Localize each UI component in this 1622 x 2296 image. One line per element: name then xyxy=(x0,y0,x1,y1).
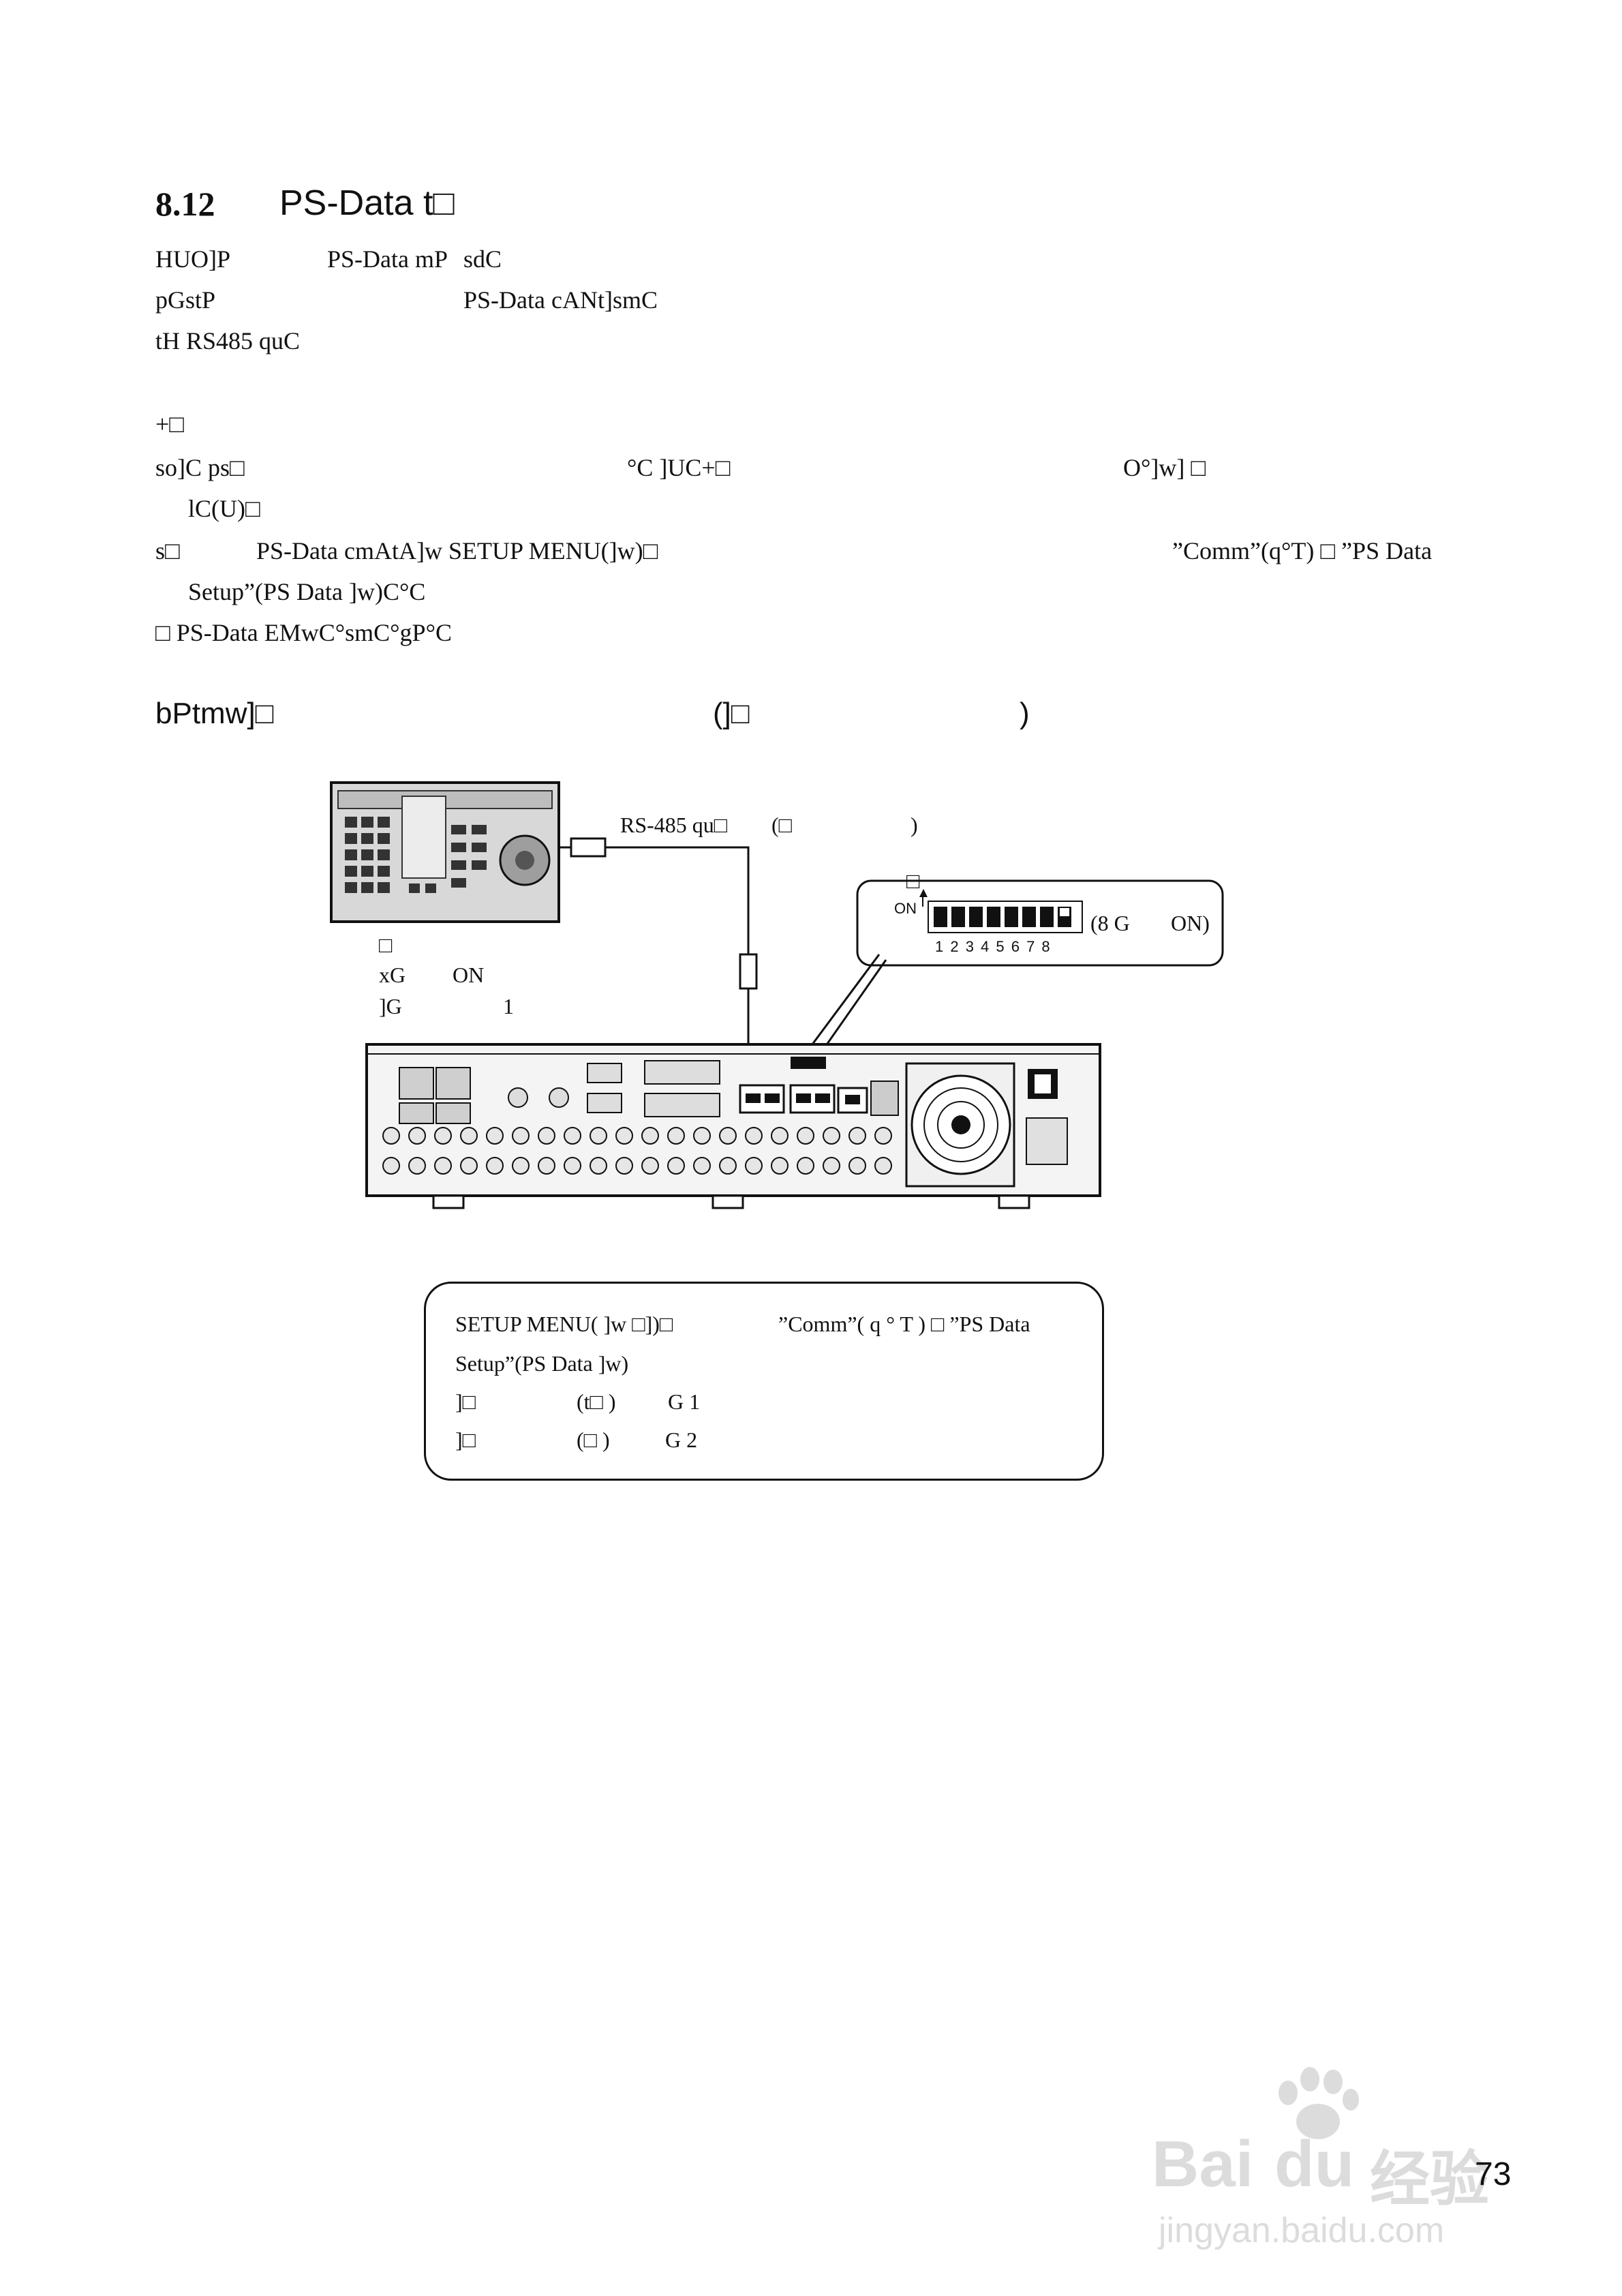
dip-numbers: 1 2 3 4 5 6 7 8 xyxy=(935,938,1052,955)
bullet2: lC(U)□ xyxy=(188,495,260,522)
bullet5: □ PS-Data EMwC°smC°gP°C xyxy=(155,619,452,646)
note-marker: +□ xyxy=(155,410,185,438)
connection-heading-left: bPtmw]□ xyxy=(155,697,274,730)
rs485-cable xyxy=(559,837,758,1070)
intro-line3: tH RS485 quC xyxy=(155,327,301,354)
bullet3-b: PS-Data cmAtA]w SETUP MENU(]w)□ xyxy=(256,537,658,564)
keyboard-note3-value: 1 xyxy=(503,994,514,1018)
bullet4: Setup”(PS Data ]w)C°C xyxy=(188,578,426,605)
paw-icon xyxy=(1279,2067,1359,2139)
dip-switch-callout xyxy=(803,879,1224,1056)
baidu-watermark: Bai du 经验 jingyan.baidu.com xyxy=(1152,2066,1533,2256)
dip-label: (8 G xyxy=(1090,911,1130,935)
bullet1-b: °C ]UC+□ xyxy=(627,454,731,481)
intro-line1-b: PS-Data mP xyxy=(327,245,448,273)
connection-heading-mid: (]□ xyxy=(713,697,750,730)
bullet3-a: s□ xyxy=(155,537,180,564)
infobox-line4-c: G 2 xyxy=(665,1428,698,1452)
infobox-line3-a: ]□ xyxy=(455,1389,476,1414)
cable-label: RS-485 qu□ xyxy=(620,813,728,837)
recorder-rear-panel xyxy=(365,1043,1101,1209)
watermark-url: jingyan.baidu.com xyxy=(1159,2211,1445,2250)
keyboard-note2: xG xyxy=(379,963,406,987)
intro-line1-c: sdC xyxy=(463,245,502,273)
infobox-line4-a: ]□ xyxy=(455,1428,476,1452)
cable-label-close: ) xyxy=(911,813,918,837)
keyboard-note3: ]G xyxy=(379,994,402,1018)
infobox-line1-b: ”Comm”( q ° T ) □ ”PS Data xyxy=(778,1312,1030,1336)
infobox-line2: Setup”(PS Data ]w) xyxy=(455,1351,629,1376)
watermark-brand2: du xyxy=(1274,2128,1355,2201)
section-title: PS-Data t□ xyxy=(279,183,455,223)
dip-on-label: ON xyxy=(894,900,917,917)
keyboard-note2-on: ON xyxy=(453,963,485,987)
dip-label-on: ON) xyxy=(1171,911,1210,935)
bullet3-c: ”Comm”(q°T) □ ”PS Data xyxy=(1172,537,1433,564)
infobox-line4-b: (□ ) xyxy=(577,1428,610,1452)
keyboard-note1: □ xyxy=(379,933,393,957)
keyboard-controller xyxy=(330,781,560,923)
settings-info-box xyxy=(424,1282,1104,1481)
watermark-cn: 经验 xyxy=(1370,2145,1490,2213)
infobox-line3-b: (t□ ) xyxy=(577,1389,616,1414)
section-number-text: 8.12 xyxy=(155,185,215,223)
infobox-line1-a: SETUP MENU( ]w □])□ xyxy=(455,1312,673,1336)
infobox-line3-c: G 1 xyxy=(668,1389,701,1414)
intro-line1-a: HUO]P xyxy=(155,245,231,273)
bullet1-a: so]C ps□ xyxy=(155,454,245,481)
cable-label-paren: (□ xyxy=(771,813,792,837)
intro-line2-a: pGstP xyxy=(155,286,216,314)
bullet1-c: O°]w] □ xyxy=(1123,454,1206,481)
watermark-brand: Bai xyxy=(1152,2128,1254,2201)
section-number: 8.12 xyxy=(155,184,215,224)
dip-marker: □ xyxy=(906,868,920,893)
connection-heading-right: ) xyxy=(1020,697,1030,730)
page-number: 73 xyxy=(1475,2156,1512,2192)
intro-line2-b: PS-Data cANt]smC xyxy=(463,286,658,314)
